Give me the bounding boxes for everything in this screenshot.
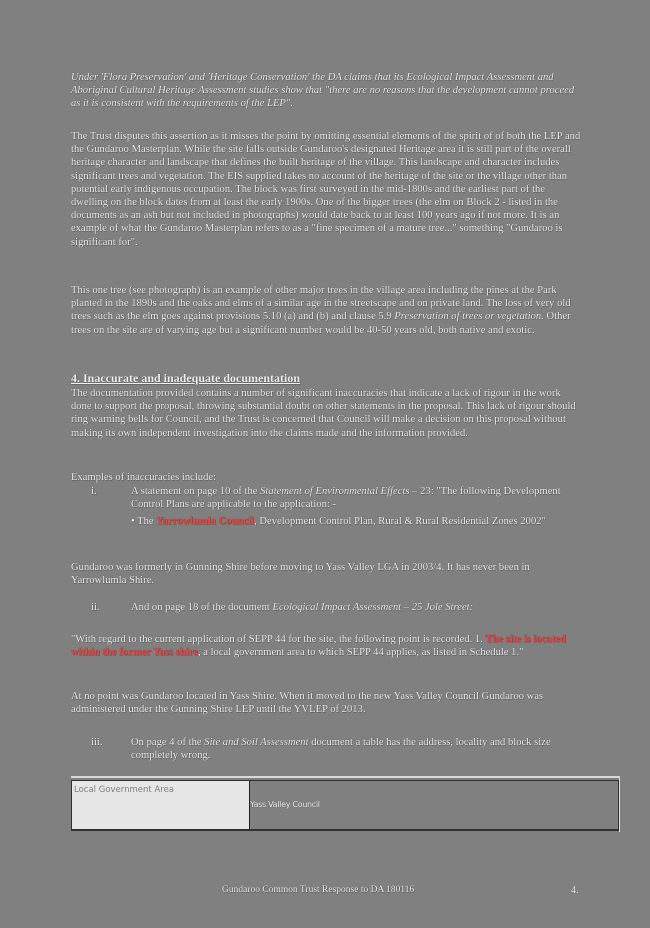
highlighted-yass-shire: The site is located within the former Ya… xyxy=(71,634,566,659)
paragraph-major-trees: This one tree (see photograph) is an exa… xyxy=(71,284,581,337)
quote-text: , a local government area to which SEPP … xyxy=(197,647,524,659)
list-number: ii. xyxy=(91,602,100,613)
document-title: Statement of Environmental Effects xyxy=(260,486,410,497)
list-text: – 23: "The following Development Control… xyxy=(131,486,561,511)
paragraph-yass-shire: At no point was Gundaroo located in Yass… xyxy=(71,691,544,716)
examples-intro: Examples of inaccuracies include: xyxy=(71,472,217,483)
clause-title: Preservation of trees or vegetation. xyxy=(394,311,544,323)
table-value: Yass Valley Council xyxy=(250,800,320,810)
paragraph-major-trees-b: Other trees on the site are of varying a… xyxy=(71,311,571,336)
table-value-cell: Yass Valley Council xyxy=(250,781,618,829)
bullet-line: • The Yarrowlumla Council, Development C… xyxy=(131,515,581,528)
highlighted-council: Yarrowlumla Council xyxy=(156,516,255,528)
paragraph-flora-heritage: Under 'Flora Preservation' and 'Heritage… xyxy=(71,72,575,110)
quote-sepp44: "With regard to the current application … xyxy=(71,633,581,659)
table-label-cell: Local Government Area xyxy=(72,781,250,829)
list-number: i. xyxy=(91,486,97,497)
bullet-text: • The xyxy=(131,516,157,528)
document-title: Site and Soil Assessment xyxy=(204,737,309,748)
paragraph-major-trees-a: This one tree (see photograph) is an exa… xyxy=(71,285,571,323)
list-text: document a table has the address, locali… xyxy=(131,737,551,762)
list-text: A statement on page 10 of the xyxy=(131,486,261,497)
lga-table: Local Government Area Yass Valley Counci… xyxy=(71,776,620,832)
list-text: On page 4 of the xyxy=(131,737,205,748)
list-text: And on page 18 of the document xyxy=(131,602,273,613)
paragraph-documentation: The documentation provided contains a nu… xyxy=(71,388,576,439)
bullet-text: , Development Control Plan, Rural & Rura… xyxy=(254,516,546,528)
section-heading: 4. Inaccurate and inadequate documentati… xyxy=(71,371,301,385)
quote-text: "With regard to the current application … xyxy=(71,634,483,645)
page-footer: Gundaroo Common Trust Response to DA 180… xyxy=(222,885,415,895)
page-number: 4. xyxy=(571,885,579,896)
document-title: Ecological Impact Assessment – 25 Jole S… xyxy=(272,602,474,613)
paragraph-gundaroo-shire: Gundaroo was formerly in Gunning Shire b… xyxy=(71,562,530,587)
paragraph-trust-disputes: The Trust disputes this assertion as it … xyxy=(71,131,581,248)
list-number: iii. xyxy=(91,737,103,748)
